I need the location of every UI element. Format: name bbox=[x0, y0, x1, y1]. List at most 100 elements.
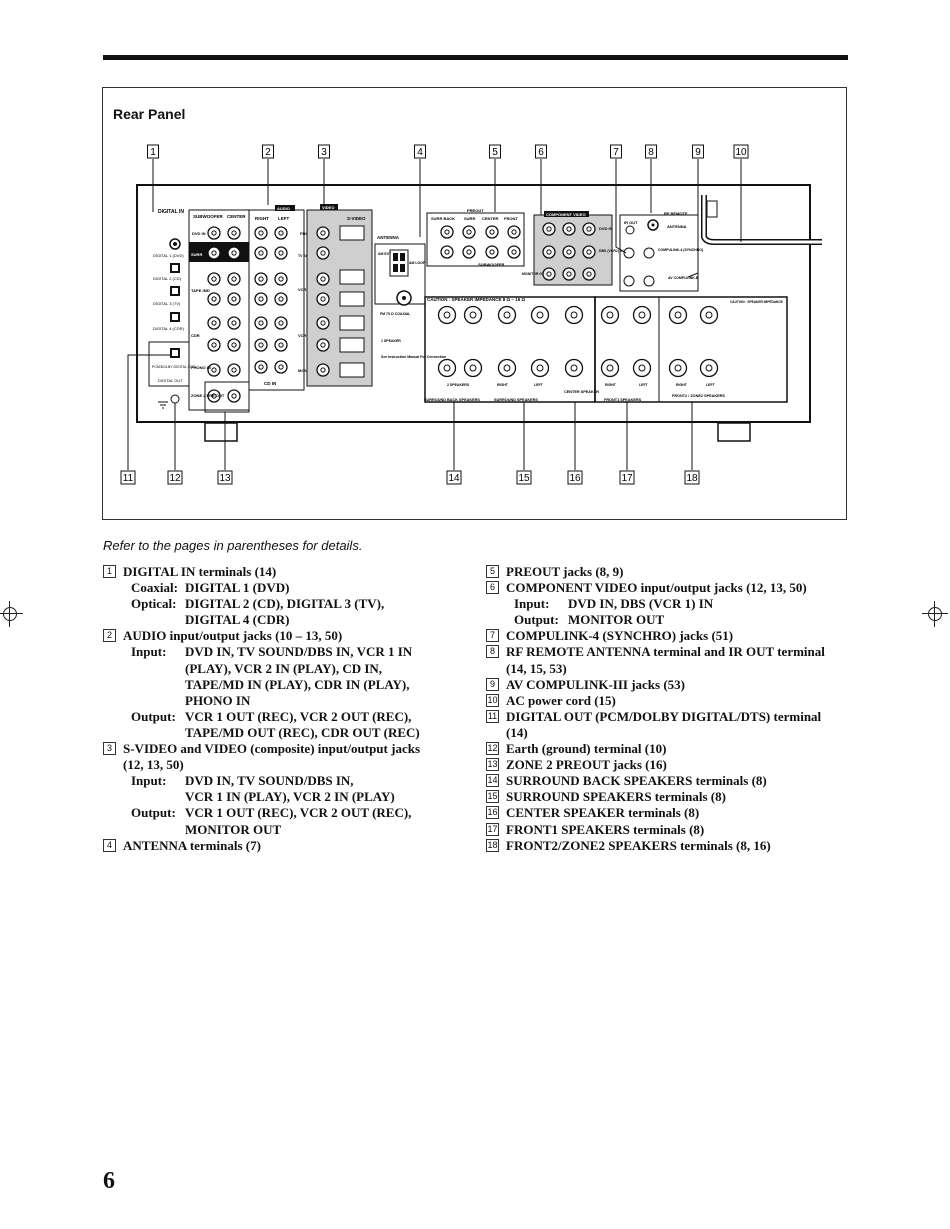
jack-center bbox=[278, 296, 284, 302]
item-text: PREOUT jacks (8, 9) bbox=[506, 564, 624, 579]
item-detail: Output:MONITOR OUT bbox=[486, 612, 831, 628]
jack-center bbox=[211, 250, 217, 256]
jack-center bbox=[566, 249, 572, 255]
jack-center bbox=[570, 311, 578, 319]
svg-text:AM EXT: AM EXT bbox=[378, 252, 392, 256]
item-text: AV COMPULINK-III jacks (53) bbox=[506, 676, 685, 692]
item-number: 18 bbox=[486, 838, 499, 852]
item-text-cont: (14, 15, 53) bbox=[506, 660, 567, 676]
foot-left bbox=[204, 422, 238, 442]
item-detail: Input:DVD IN, TV SOUND/DBS IN, VCR 1 IN bbox=[103, 644, 443, 660]
foot-right bbox=[717, 422, 751, 442]
svg-text:PHONO IN: PHONO IN bbox=[191, 365, 211, 370]
list-item: 3 S-VIDEO and VIDEO (composite) input/out… bbox=[103, 741, 443, 773]
callout-number: 12 bbox=[169, 473, 181, 484]
item-number: 16 bbox=[486, 806, 499, 820]
jack-center bbox=[231, 393, 237, 399]
item-number: 10 bbox=[486, 693, 499, 707]
detail-value: MONITOR OUT bbox=[185, 821, 282, 837]
callout-number: 5 bbox=[492, 147, 498, 158]
registration-mark-left bbox=[0, 601, 23, 627]
svg-text:CDR: CDR bbox=[191, 333, 200, 338]
detail-label: Coaxial: bbox=[131, 580, 178, 596]
jack-center bbox=[566, 226, 572, 232]
svg-text:FRONT2 / ZONE2 SPEAKERS: FRONT2 / ZONE2 SPEAKERS bbox=[672, 394, 725, 398]
detail-label bbox=[131, 661, 185, 677]
item-detail: DIGITAL 4 (CDR) bbox=[103, 612, 443, 628]
svg-text:CAUTION : SPEAKER IMPEDANCE 8: CAUTION : SPEAKER IMPEDANCE 8 Ω ~ 16 Ω bbox=[427, 297, 526, 302]
svg-text:FM 75 Ω COAXIAL: FM 75 Ω COAXIAL bbox=[380, 312, 411, 316]
jack-center bbox=[586, 226, 592, 232]
svg-text:DVD IN: DVD IN bbox=[192, 231, 206, 236]
detail-value: (PLAY), VCR 2 IN (PLAY), CD IN, bbox=[185, 660, 383, 676]
callout-number: 10 bbox=[735, 147, 747, 158]
detail-label: Input: bbox=[514, 596, 550, 612]
jack-center bbox=[443, 364, 451, 372]
svg-text:DIGITAL OUT: DIGITAL OUT bbox=[158, 378, 183, 383]
svideo-jack bbox=[339, 291, 365, 307]
detail-value: VCR 1 IN (PLAY), VCR 2 IN (PLAY) bbox=[185, 789, 395, 805]
item-text: S-VIDEO and VIDEO (composite) input/outp… bbox=[123, 741, 421, 757]
item-detail: VCR 1 IN (PLAY), VCR 2 IN (PLAY) bbox=[103, 789, 443, 805]
svg-text:LEFT: LEFT bbox=[278, 216, 289, 221]
svideo-jack bbox=[339, 362, 365, 378]
callout-box bbox=[414, 144, 426, 159]
jack-center bbox=[444, 249, 450, 255]
callout-number: 18 bbox=[686, 473, 698, 484]
callout-box bbox=[567, 470, 583, 485]
jack-center bbox=[278, 250, 284, 256]
svg-text:1 SPEAKER: 1 SPEAKER bbox=[381, 339, 401, 343]
jack-center bbox=[231, 276, 237, 282]
detail-value: DIGITAL 4 (CDR) bbox=[185, 612, 290, 628]
jack-center bbox=[466, 249, 472, 255]
item-text-cont: (12, 13, 50) bbox=[123, 757, 184, 773]
svg-text:S-VIDEO: S-VIDEO bbox=[347, 216, 366, 221]
registration-mark-right bbox=[922, 601, 948, 627]
svg-text:DVD IN: DVD IN bbox=[599, 226, 613, 231]
item-detail: Output:VCR 1 OUT (REC), VCR 2 OUT (REC), bbox=[103, 805, 443, 821]
svideo-jack bbox=[339, 269, 365, 285]
svg-text:SURR BACK: SURR BACK bbox=[431, 216, 455, 221]
callout-box bbox=[535, 144, 547, 159]
item-number: 4 bbox=[103, 838, 116, 852]
svg-text:MONITOR OUT: MONITOR OUT bbox=[522, 272, 548, 276]
svg-text:CAUTION : SPEAKER IMPEDANCE: CAUTION : SPEAKER IMPEDANCE bbox=[730, 300, 783, 304]
jack-center bbox=[231, 342, 237, 348]
jack-center bbox=[211, 276, 217, 282]
svg-text:CD IN: CD IN bbox=[264, 381, 276, 386]
label-digital-in: DIGITAL IN bbox=[158, 209, 184, 215]
svg-text:COMPONENT VIDEO: COMPONENT VIDEO bbox=[546, 212, 586, 217]
jack-center bbox=[258, 364, 264, 370]
svg-text:ZONE 2 PRE OUT: ZONE 2 PRE OUT bbox=[191, 393, 225, 398]
callout-box bbox=[684, 470, 700, 485]
svg-text:RIGHT: RIGHT bbox=[676, 383, 688, 387]
detail-label: Optical: bbox=[131, 596, 177, 612]
item-detail: TAPE/MD OUT (REC), CDR OUT (REC) bbox=[103, 725, 443, 741]
callout-box bbox=[619, 470, 635, 485]
svg-text:CENTER: CENTER bbox=[227, 214, 246, 219]
callout-number: 14 bbox=[448, 473, 460, 484]
jack-center bbox=[258, 276, 264, 282]
callout-number: 11 bbox=[123, 473, 134, 484]
jack-center bbox=[705, 311, 713, 319]
svg-text:DIGITAL 2 (CD): DIGITAL 2 (CD) bbox=[153, 276, 182, 281]
item-number: 3 bbox=[103, 742, 116, 756]
item-detail: Input:DVD IN, TV SOUND/DBS IN, bbox=[103, 773, 443, 789]
callout-box bbox=[645, 144, 657, 159]
svg-text:VCR 1: VCR 1 bbox=[298, 287, 311, 292]
callout-number: 1 bbox=[150, 147, 156, 158]
item-detail: PHONO IN bbox=[103, 693, 443, 709]
jack-center bbox=[278, 276, 284, 282]
detail-value: TAPE/MD OUT (REC), CDR OUT (REC) bbox=[185, 724, 420, 740]
detail-label bbox=[131, 725, 185, 741]
detail-value: PHONO IN bbox=[185, 692, 251, 708]
jack-center bbox=[258, 296, 264, 302]
